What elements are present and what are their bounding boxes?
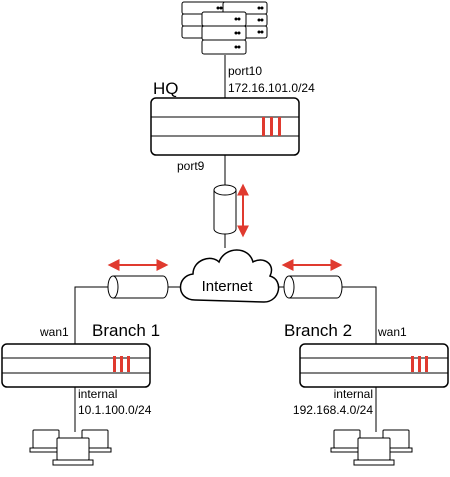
vpn-tunnel-icon <box>107 275 169 299</box>
hq-title: HQ <box>153 79 179 98</box>
branch1-title: Branch 1 <box>92 321 160 340</box>
workstations-icon <box>330 429 413 466</box>
branch1-firewall-icon <box>1 343 151 388</box>
hq-subnet-label: 172.16.101.0/24 <box>228 81 315 95</box>
cloud-icon <box>179 249 280 303</box>
vpn-tunnel-icon <box>283 275 343 299</box>
branch2-firewall-icon <box>299 343 449 388</box>
server-stack-icon <box>181 1 268 55</box>
hq-port-bottom-label: port9 <box>177 159 205 173</box>
hq-port-top-label: port10 <box>228 64 262 78</box>
vpn-tunnel-icon <box>213 184 237 235</box>
branch2-title: Branch 2 <box>284 321 352 340</box>
branch2-lan-label: internal <box>334 387 373 401</box>
branch1-wan-label: wan1 <box>39 325 69 339</box>
workstations-icon <box>29 429 112 466</box>
branch1-subnet-label: 10.1.100.0/24 <box>78 403 152 417</box>
branch2-wan-label: wan1 <box>377 325 407 339</box>
branch2-subnet-label: 192.168.4.0/24 <box>293 403 373 417</box>
hq-firewall-icon <box>150 97 300 156</box>
internet-label: Internet <box>202 278 254 295</box>
branch1-lan-label: internal <box>78 387 117 401</box>
